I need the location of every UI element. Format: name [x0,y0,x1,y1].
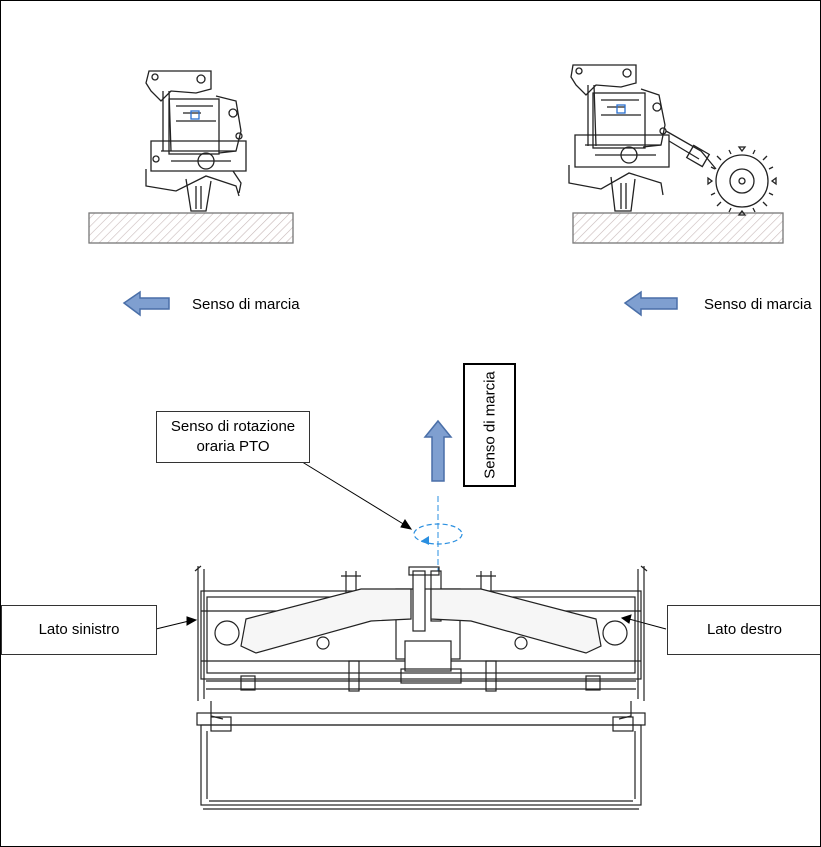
left-side-label: Lato sinistro [38,621,120,638]
arrow-left-icon [623,290,678,317]
pto-rotation-line1: Senso di rotazione [170,418,296,435]
right-side-view-machine [568,64,784,244]
left-direction-label: Senso di marcia [192,296,300,313]
pto-rotation-line2: oraria PTO [196,438,270,455]
callout-lines [155,459,667,630]
arrow-left-icon [122,290,170,317]
left-side-box: Lato sinistro [1,605,157,655]
top-view-machine [194,565,648,810]
right-side-label: Lato destro [706,621,783,638]
center-direction-label: Senso di marcia [481,371,498,479]
right-side-box: Lato destro [667,605,820,655]
pto-rotation-box: Senso di rotazione oraria PTO [156,411,310,463]
right-direction-label: Senso di marcia [704,296,812,313]
center-direction-box: Senso di marcia [463,363,516,487]
left-side-view-machine [88,70,294,244]
arrow-up-icon [423,419,453,482]
packer-roller [707,146,777,216]
left-ground-block [88,212,294,244]
right-ground-block [572,212,784,244]
